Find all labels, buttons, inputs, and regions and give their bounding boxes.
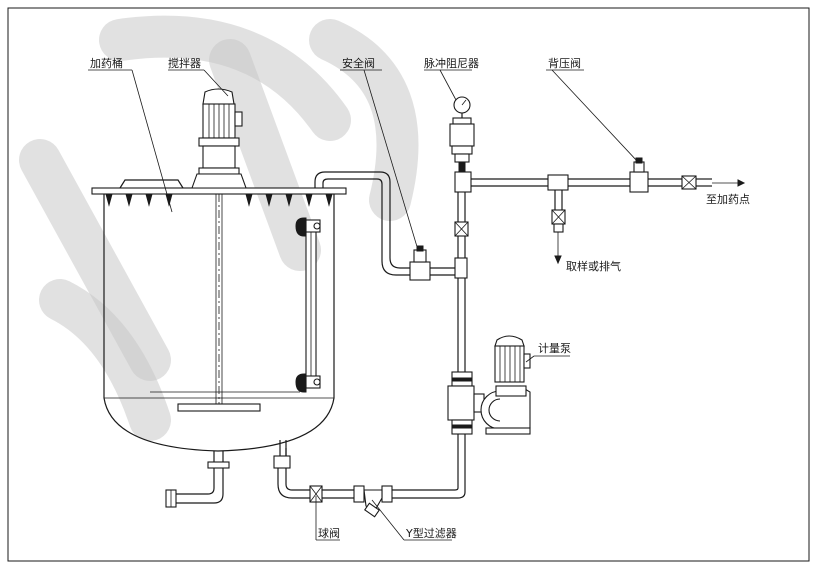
overflow-pipe xyxy=(314,171,410,276)
label-y-strainer: Y型过滤器 xyxy=(405,526,457,540)
label-sampling-or-vent: 取样或排气 xyxy=(566,259,621,273)
drawing-border xyxy=(7,7,810,562)
watermark xyxy=(19,15,419,441)
label-metering-pump: 计量泵 xyxy=(538,342,571,355)
label-mixer: 搅拌器 xyxy=(168,56,201,70)
metering-pump xyxy=(447,335,531,435)
label-ball-valve: 球阀 xyxy=(318,526,340,540)
labels: 加药桶 搅拌器 安全阀 脉冲阻尼器 背压阀 至加药点 取样或排气 计量泵 球阀 … xyxy=(90,56,750,540)
drain-pipe xyxy=(165,451,230,508)
label-safety-valve: 安全阀 xyxy=(342,56,375,70)
level-gauge xyxy=(295,217,321,393)
label-back-pressure-valve: 背压阀 xyxy=(548,56,581,70)
label-pulse-damper: 脉冲阻尼器 xyxy=(424,56,479,70)
safety-valve xyxy=(409,245,456,281)
pulse-damper xyxy=(449,96,475,173)
leader-lines xyxy=(88,69,639,541)
discharge-riser xyxy=(454,171,472,372)
label-tank: 加药桶 xyxy=(90,56,123,70)
sampling-branch xyxy=(551,190,566,265)
suction-line xyxy=(273,434,466,518)
label-to-dosing-point: 至加药点 xyxy=(706,193,750,206)
mixer xyxy=(177,88,261,412)
dosing-tank xyxy=(91,179,347,452)
outlet-line xyxy=(471,157,746,193)
